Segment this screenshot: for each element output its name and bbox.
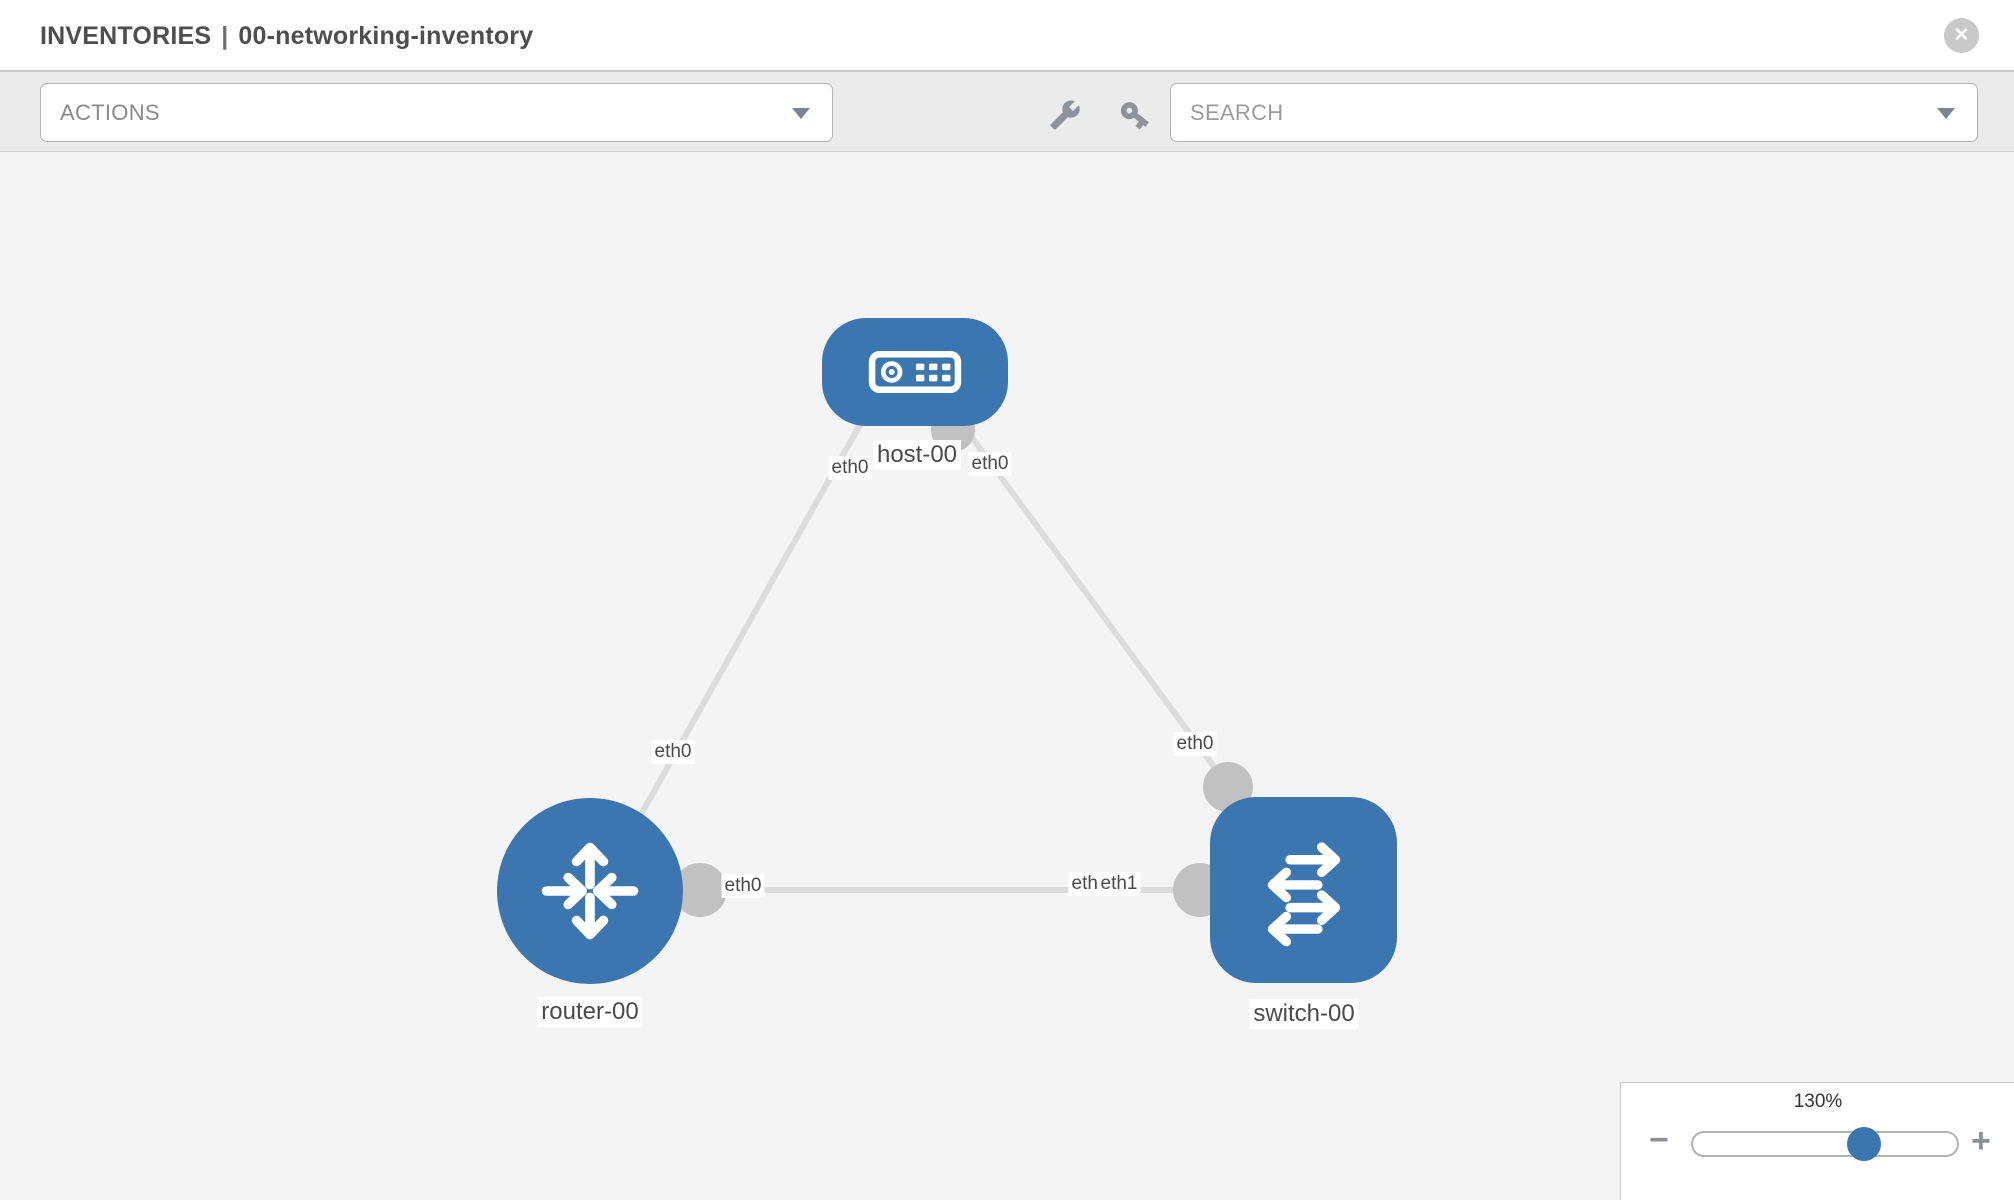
chevron-down-icon bbox=[792, 108, 810, 119]
wrench-icon[interactable] bbox=[1049, 99, 1081, 131]
close-button[interactable]: ✕ bbox=[1944, 18, 1979, 53]
link-host-router[interactable] bbox=[617, 405, 873, 854]
title-separator: | bbox=[221, 22, 229, 50]
router-icon bbox=[541, 842, 639, 940]
interface-label-router-side: eth0 bbox=[721, 874, 765, 898]
close-icon: ✕ bbox=[1953, 25, 1970, 46]
toolbar: ACTIONS SEARCH bbox=[0, 72, 2014, 152]
node-label-switch: switch-00 bbox=[1249, 999, 1359, 1029]
search-dropdown-label: SEARCH bbox=[1190, 99, 1284, 125]
interface-label-host-router: eth0 bbox=[651, 740, 695, 764]
interface-label-switch-side-eth1: eth1 bbox=[1097, 872, 1141, 896]
inventory-name: 00-networking-inventory bbox=[238, 22, 534, 50]
node-label-host: host-00 bbox=[872, 440, 962, 470]
topology-canvas[interactable]: host-00 router-00 switch-00 eth0 eth0 et… bbox=[0, 152, 2014, 1200]
node-label-router: router-00 bbox=[537, 997, 643, 1027]
host-device-icon bbox=[868, 351, 962, 393]
node-switch-00[interactable] bbox=[1210, 797, 1397, 983]
actions-dropdown-label: ACTIONS bbox=[60, 99, 160, 125]
key-icon[interactable] bbox=[1111, 91, 1159, 139]
page-title: INVENTORIES | 00-networking-inventory bbox=[40, 22, 533, 51]
zoom-slider-track[interactable] bbox=[1691, 1131, 1959, 1157]
interface-label-host-left: eth0 bbox=[828, 456, 872, 480]
zoom-slider-handle[interactable] bbox=[1847, 1127, 1881, 1161]
port-connector-router bbox=[673, 863, 727, 917]
breadcrumb-section: INVENTORIES bbox=[40, 22, 212, 50]
interface-label-host-right: eth0 bbox=[968, 452, 1012, 476]
zoom-control-panel: 130% − + bbox=[1620, 1082, 2014, 1200]
chevron-down-icon bbox=[1937, 108, 1955, 119]
header: INVENTORIES | 00-networking-inventory ✕ bbox=[0, 0, 2014, 72]
search-dropdown[interactable]: SEARCH bbox=[1170, 83, 1978, 142]
node-router-00[interactable] bbox=[497, 798, 683, 984]
actions-dropdown[interactable]: ACTIONS bbox=[40, 83, 833, 142]
node-host-00[interactable] bbox=[822, 318, 1008, 426]
zoom-out-button[interactable]: − bbox=[1649, 1121, 1669, 1159]
topology-links-layer bbox=[617, 405, 1253, 917]
zoom-in-button[interactable]: + bbox=[1971, 1122, 1991, 1160]
zoom-level-value: 130% bbox=[1793, 1091, 1843, 1112]
switch-icon bbox=[1267, 842, 1340, 947]
interface-label-host-switch: eth0 bbox=[1173, 732, 1217, 756]
